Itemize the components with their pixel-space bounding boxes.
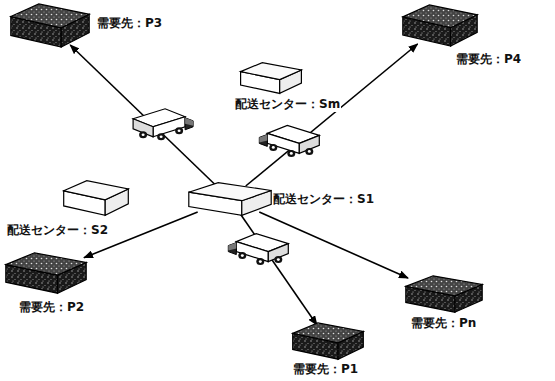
demand-building [402,4,478,47]
center-building [240,62,302,94]
node-label: 需要先：P2 [18,300,85,315]
node-label: 需要先：Pn [410,316,477,331]
truck-icon [228,234,288,266]
truck-icon [259,125,319,157]
demand-point: 需要先：P3 [10,3,163,48]
distribution-center: 配送センター：S1 [188,182,375,216]
truck-icon [133,109,193,141]
delivery-arrow [259,212,408,278]
demand-building [292,322,364,360]
demand-building [405,275,483,313]
demand-point: 需要先：Pn [405,275,483,331]
delivery-arrow [239,212,317,325]
demand-building [5,252,87,294]
distribution-center: 配送センター：S2 [6,180,129,238]
node-label: 配送センター：S1 [272,192,375,207]
node-label: 需要先：P4 [455,52,522,67]
demand-point: 需要先：P4 [402,4,522,67]
demand-building [10,3,90,48]
demand-point: 需要先：P2 [5,252,87,315]
center-building [188,182,272,216]
node-label: 配送センター：S2 [6,223,109,238]
center-building [63,180,129,216]
node-label: 需要先：P3 [96,16,163,31]
delivery-arrow [70,45,216,186]
demand-point: 需要先：P1 [292,322,364,377]
node-label: 配送センター：Sm [234,97,341,112]
node-label: 需要先：P1 [292,362,359,377]
distribution-center: 配送センター：Sm [234,62,341,112]
